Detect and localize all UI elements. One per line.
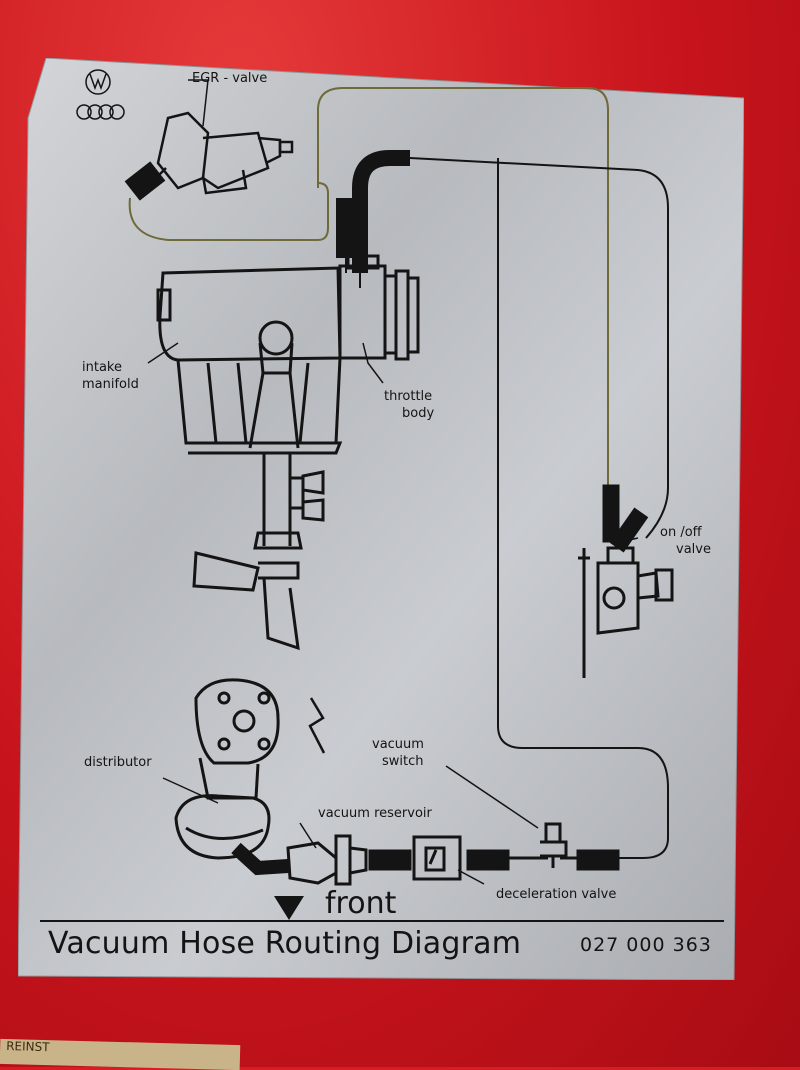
- vacuum-reservoir-label: vacuum reservoir: [318, 806, 432, 821]
- egr-hose-top-loop: [317, 87, 609, 498]
- intake-manifold-label-line2: manifold: [82, 377, 139, 392]
- on-off-valve-label-line2: valve: [676, 542, 711, 557]
- distributor-label: distributor: [84, 755, 152, 770]
- egr-valve-label: EGR - valve: [192, 71, 268, 86]
- throttle-body-label-line2: body: [402, 406, 435, 421]
- throttle-hose-connector: [336, 198, 356, 258]
- throttle-elbow-hose: [352, 150, 410, 273]
- diagram-drawing: [18, 58, 744, 980]
- on-off-valve-label-line1: on /off: [660, 525, 702, 540]
- callout-lines: [147, 79, 639, 885]
- on-off-valve-drawing: [578, 484, 674, 678]
- front-label: front: [325, 886, 397, 921]
- bottom-strip-text: REINST: [5, 1039, 50, 1055]
- audi-rings-icon: [76, 104, 125, 120]
- front-arrow-icon: [274, 896, 304, 920]
- manifold-stem-drawing: [192, 453, 325, 651]
- main-vacuum-line: [497, 158, 669, 859]
- diagram-title: Vacuum Hose Routing Diagram: [48, 926, 522, 961]
- vacuum-switch-label-line1: vacuum: [372, 737, 424, 752]
- egr-hose: [128, 182, 329, 241]
- throttle-body-label-line1: throttle: [384, 389, 433, 404]
- part-number: 027 000 363: [580, 934, 712, 956]
- vacuum-switch-label-line2: switch: [382, 754, 424, 769]
- intake-manifold-drawing: [156, 266, 343, 455]
- throttle-body-drawing: [338, 254, 420, 361]
- egr-valve-drawing: [124, 111, 294, 201]
- vacuum-reservoir-chain: [231, 822, 620, 886]
- deceleration-valve-label: deceleration valve: [496, 887, 617, 902]
- intake-manifold-label-line1: intake: [82, 360, 122, 375]
- vw-logo-icon: [85, 69, 111, 95]
- distributor-drawing: [174, 678, 326, 860]
- sticker-plate: EGR - valve intake manifold throttle bod…: [18, 58, 744, 980]
- throttle-to-valve-line: [409, 157, 669, 539]
